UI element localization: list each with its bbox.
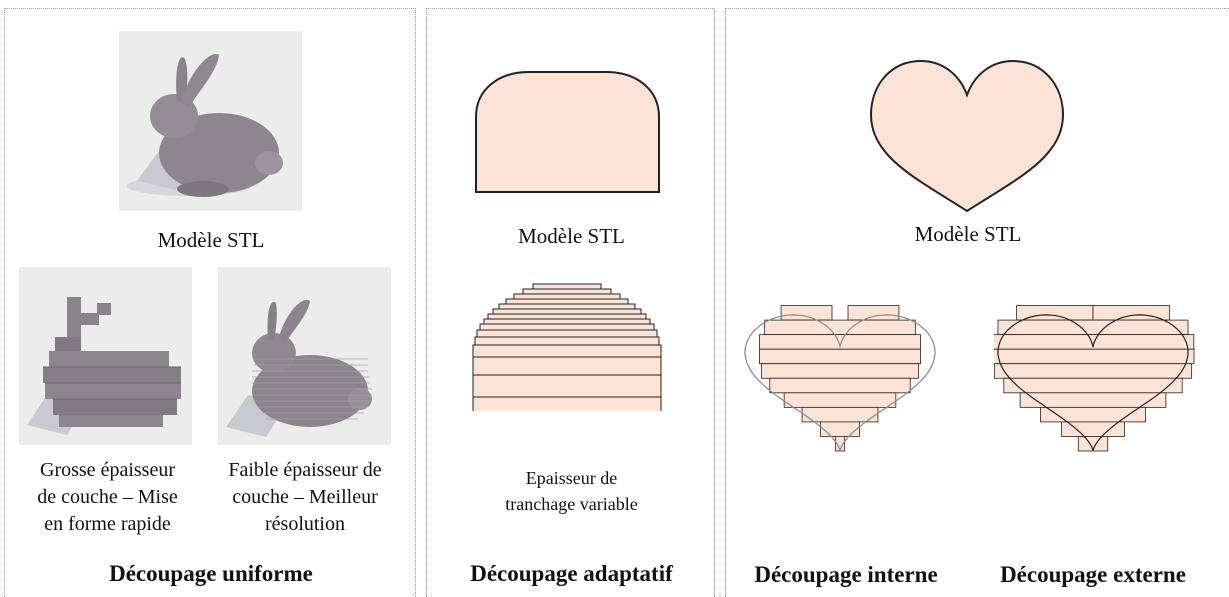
adaptive-layer	[513, 293, 621, 300]
uniform-title: Découpage uniforme	[109, 561, 313, 586]
adaptive-layer	[505, 298, 629, 305]
heart-model-label: Modèle STL	[914, 222, 1022, 246]
adaptive-layer	[492, 308, 642, 315]
adaptive-layer	[472, 396, 662, 411]
caption-line: couche – Meilleur	[232, 486, 378, 508]
bunny-model-image	[119, 31, 302, 211]
bunny-thick-layers-image	[19, 267, 192, 445]
caption-line: tranchage variable	[505, 494, 638, 514]
adaptive-layer	[483, 318, 651, 325]
internal-layer	[764, 319, 916, 336]
adaptive-layer	[472, 344, 662, 358]
adaptive-layer	[522, 288, 612, 295]
internal-layer	[820, 421, 860, 437]
adaptive-layer	[487, 313, 647, 320]
external-layer	[1019, 392, 1167, 408]
thick-layer-caption: Grosse épaisseur de couche – Mise en for…	[5, 457, 210, 538]
caption-line: en forme rapide	[44, 513, 171, 535]
heart-panel: Modèle STL Découpage interne Découpage e…	[725, 8, 1229, 597]
internal-layer	[847, 305, 900, 321]
adaptive-layer	[472, 356, 662, 376]
adaptive-layer	[472, 374, 662, 398]
heart-internal-slicing	[744, 305, 936, 452]
adaptive-sliced-shape	[472, 283, 662, 411]
adaptive-caption: Epaisseur de tranchage variable	[427, 465, 716, 517]
heart-external-slicing	[994, 305, 1195, 452]
uniform-panel: Modèle STL	[4, 8, 416, 597]
external-layer	[994, 363, 1193, 379]
internal-layer	[801, 406, 879, 423]
internal-layer	[783, 392, 897, 408]
bunny-thin-layers-image	[218, 267, 391, 445]
internal-layer	[761, 363, 919, 379]
thin-layer-caption: Faible épaisseur de couche – Meilleur ré…	[205, 457, 405, 538]
external-layer	[997, 319, 1189, 336]
caption-line: de couche – Mise	[37, 486, 178, 508]
caption-line: Epaisseur de	[525, 468, 618, 488]
caption-line: Faible épaisseur de	[228, 459, 382, 481]
internal-layer	[769, 377, 911, 394]
adaptive-model-label: Modèle STL	[518, 224, 625, 248]
adaptive-title: Découpage adaptatif	[470, 561, 673, 586]
adaptive-layer	[474, 336, 660, 346]
external-slicing-title: Découpage externe	[1000, 562, 1186, 587]
adaptive-layer	[476, 329, 658, 338]
adaptive-panel: Modèle STL Epaisseur de tranchage variab…	[426, 8, 715, 597]
adaptive-model-shape	[475, 71, 660, 193]
adaptive-layer	[532, 283, 602, 290]
caption-line: résolution	[265, 513, 345, 535]
adaptive-layer	[479, 323, 655, 331]
internal-layer	[758, 348, 921, 365]
external-layer	[994, 348, 1195, 365]
uniform-model-label: Modèle STL	[157, 228, 265, 252]
internal-layer	[780, 305, 833, 321]
adaptive-layer	[498, 303, 636, 310]
caption-line: Grosse épaisseur	[40, 459, 175, 481]
external-layer	[1003, 377, 1183, 394]
internal-slicing-title: Découpage interne	[754, 562, 938, 587]
heart-model-shape	[869, 59, 1065, 213]
